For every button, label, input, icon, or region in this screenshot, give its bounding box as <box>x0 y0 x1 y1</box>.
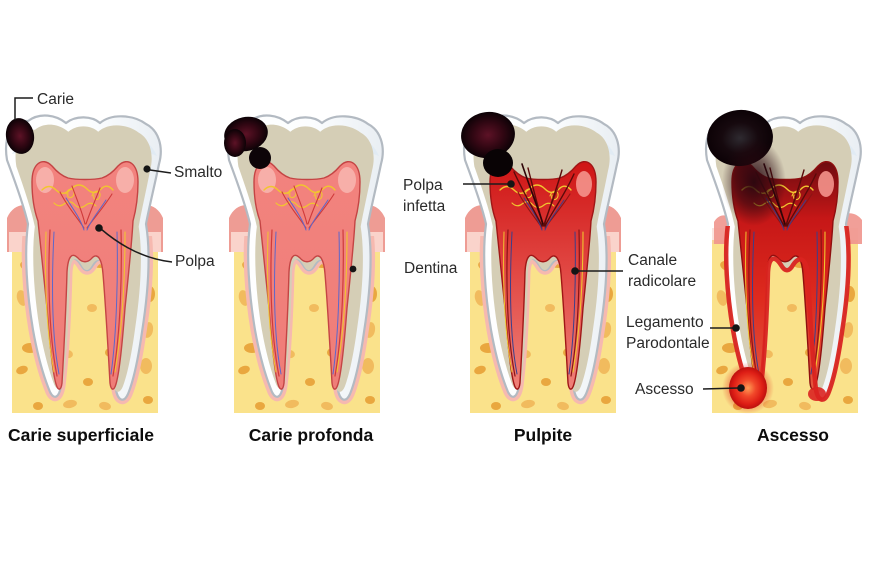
label-polpa: Polpa <box>175 253 215 270</box>
caption-carie-superficiale: Carie superficiale <box>8 425 154 445</box>
tooth-illustration-carie-superficiale <box>0 108 170 420</box>
caption-pulpite: Pulpite <box>513 425 573 445</box>
label-ascesso: Ascesso <box>635 381 694 398</box>
label-polpa-infetta: Polpa infetta <box>403 177 446 215</box>
tooth-illustration-ascesso <box>700 108 870 420</box>
label-smalto: Smalto <box>174 164 223 181</box>
caption-ascesso: Ascesso <box>757 425 829 445</box>
label-canale-radicolare: Canale radicolare <box>628 252 697 290</box>
caption-carie-profonda: Carie profonda <box>248 425 374 445</box>
tooth-illustration-carie-profonda <box>222 108 392 420</box>
label-dentina: Dentina <box>404 260 458 277</box>
tooth-illustration-pulpite <box>458 108 628 420</box>
label-legamento-parodontale: Legamento Parodontale <box>626 314 710 352</box>
label-carie: Carie <box>37 91 75 108</box>
